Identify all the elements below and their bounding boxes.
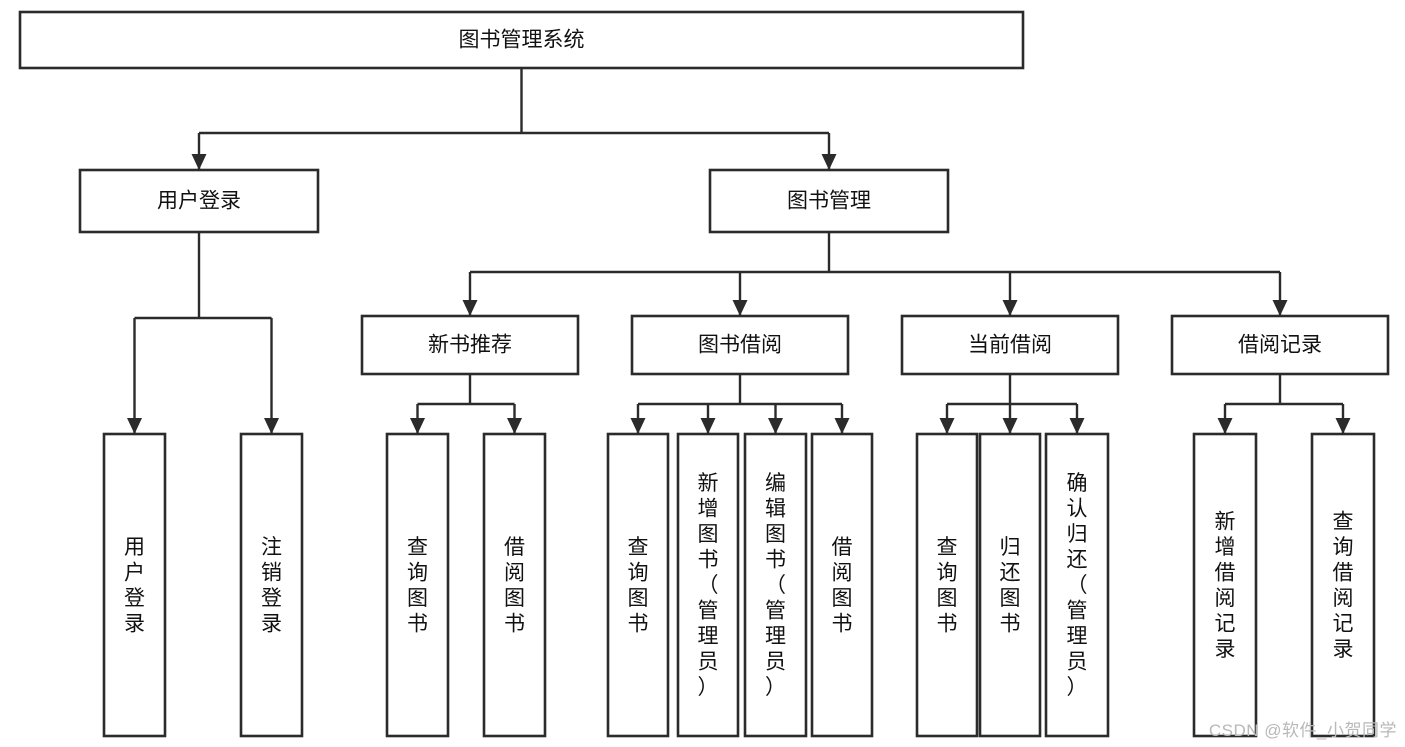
edge-group-elbow-root — [191, 68, 837, 170]
node-label: 当前借阅 — [968, 334, 1052, 357]
node-label: 注销登录 — [261, 536, 282, 636]
node-root[interactable]: 图书管理系统 — [18, 10, 1025, 70]
node-label: 图书管理系统 — [459, 29, 585, 52]
node-box[interactable] — [900, 314, 1120, 376]
node-label: 新增图书（管理员） — [698, 472, 719, 699]
node-box[interactable] — [385, 432, 450, 738]
node-box[interactable] — [1044, 432, 1110, 738]
node-label: 确认归还（管理员） — [1067, 472, 1088, 699]
node-label: 借阅图书 — [832, 536, 853, 636]
edge-group-elbow-book-manage — [462, 232, 1288, 316]
node-label: 用户登录 — [157, 190, 241, 213]
node-new-book-recommend[interactable]: 新书推荐 — [360, 314, 580, 376]
node-leaf-return-book[interactable]: 归还图书 — [978, 432, 1042, 738]
arrow-head-icon — [264, 418, 279, 434]
edge-group-elbow-borrow-record — [1217, 374, 1351, 434]
watermark-text: CSDN @软件_小贺同学 — [1208, 721, 1397, 740]
arrow-head-icon — [1272, 300, 1288, 316]
node-box[interactable] — [978, 432, 1042, 738]
node-leaf-user-login[interactable]: 用户登录 — [102, 432, 167, 738]
node-leaf-add-book[interactable]: 新增图书（管理员） — [676, 432, 740, 738]
arrow-head-icon — [410, 418, 425, 434]
node-user-login[interactable]: 用户登录 — [78, 168, 320, 234]
node-box[interactable] — [606, 432, 670, 738]
node-box[interactable] — [1310, 432, 1376, 738]
node-leaf-query-book-borrow[interactable]: 查询图书 — [606, 432, 670, 738]
arrow-head-icon — [462, 300, 478, 316]
node-label: 查询借阅记录 — [1333, 510, 1354, 661]
node-leaf-query-record[interactable]: 查询借阅记录 — [1310, 432, 1376, 738]
node-box[interactable] — [630, 314, 850, 376]
node-label: 用户登录 — [124, 536, 145, 636]
node-box[interactable] — [676, 432, 740, 738]
node-box[interactable] — [102, 432, 167, 738]
node-leaf-query-book-rec[interactable]: 查询图书 — [385, 432, 450, 738]
node-box[interactable] — [78, 168, 320, 234]
node-label: 新增借阅记录 — [1215, 510, 1236, 661]
edge-group-elbow-new-book — [410, 374, 522, 434]
arrow-head-icon — [1002, 300, 1018, 316]
edge-group-elbow-book-borrow — [630, 374, 850, 434]
node-label: 借阅图书 — [504, 536, 525, 636]
node-label: 归还图书 — [1000, 536, 1021, 636]
node-box[interactable] — [18, 10, 1025, 70]
node-box[interactable] — [810, 432, 874, 738]
node-borrow-record[interactable]: 借阅记录 — [1170, 314, 1390, 376]
arrow-head-icon — [630, 418, 646, 434]
node-book-borrow[interactable]: 图书借阅 — [630, 314, 850, 376]
node-box[interactable] — [915, 432, 979, 738]
arrow-head-icon — [1217, 418, 1233, 434]
arrow-head-icon — [834, 418, 850, 434]
node-box[interactable] — [708, 168, 950, 234]
arrow-head-icon — [191, 154, 207, 170]
node-leaf-confirm-return[interactable]: 确认归还（管理员） — [1044, 432, 1110, 738]
node-label: 借阅记录 — [1238, 334, 1322, 357]
arrow-head-icon — [1335, 418, 1351, 434]
edges-layer — [127, 68, 1351, 434]
arrow-head-icon — [507, 418, 522, 434]
arrow-head-icon — [700, 418, 716, 434]
node-box[interactable] — [239, 432, 304, 738]
nodes-layer: 图书管理系统用户登录图书管理新书推荐图书借阅当前借阅借阅记录用户登录注销登录查询… — [18, 10, 1390, 738]
edge-group-elbow-current-borrow — [939, 374, 1085, 434]
node-leaf-borrow-book-rec[interactable]: 借阅图书 — [482, 432, 547, 738]
node-label: 新书推荐 — [428, 334, 512, 357]
node-leaf-edit-book[interactable]: 编辑图书（管理员） — [743, 432, 808, 738]
arrow-head-icon — [127, 418, 142, 434]
node-box[interactable] — [743, 432, 808, 738]
arrow-head-icon — [1069, 418, 1085, 434]
node-label: 图书管理 — [787, 190, 871, 213]
node-leaf-borrow-book[interactable]: 借阅图书 — [810, 432, 874, 738]
node-box[interactable] — [1170, 314, 1390, 376]
node-label: 查询图书 — [937, 536, 958, 636]
node-leaf-user-logout[interactable]: 注销登录 — [239, 432, 304, 738]
arrow-head-icon — [1002, 418, 1018, 434]
node-label: 编辑图书（管理员） — [765, 472, 786, 699]
node-leaf-add-record[interactable]: 新增借阅记录 — [1192, 432, 1258, 738]
node-leaf-query-book-cur[interactable]: 查询图书 — [915, 432, 979, 738]
node-box[interactable] — [360, 314, 580, 376]
arrow-head-icon — [768, 418, 783, 434]
node-label: 图书借阅 — [698, 334, 782, 357]
arrow-head-icon — [939, 418, 955, 434]
arrow-head-icon — [732, 300, 748, 316]
node-label: 查询图书 — [628, 536, 649, 636]
node-book-manage[interactable]: 图书管理 — [708, 168, 950, 234]
edge-group-elbow-user-login — [127, 232, 279, 434]
node-box[interactable] — [482, 432, 547, 738]
node-current-borrow[interactable]: 当前借阅 — [900, 314, 1120, 376]
arrow-head-icon — [821, 154, 837, 170]
node-label: 查询图书 — [407, 536, 428, 636]
node-box[interactable] — [1192, 432, 1258, 738]
